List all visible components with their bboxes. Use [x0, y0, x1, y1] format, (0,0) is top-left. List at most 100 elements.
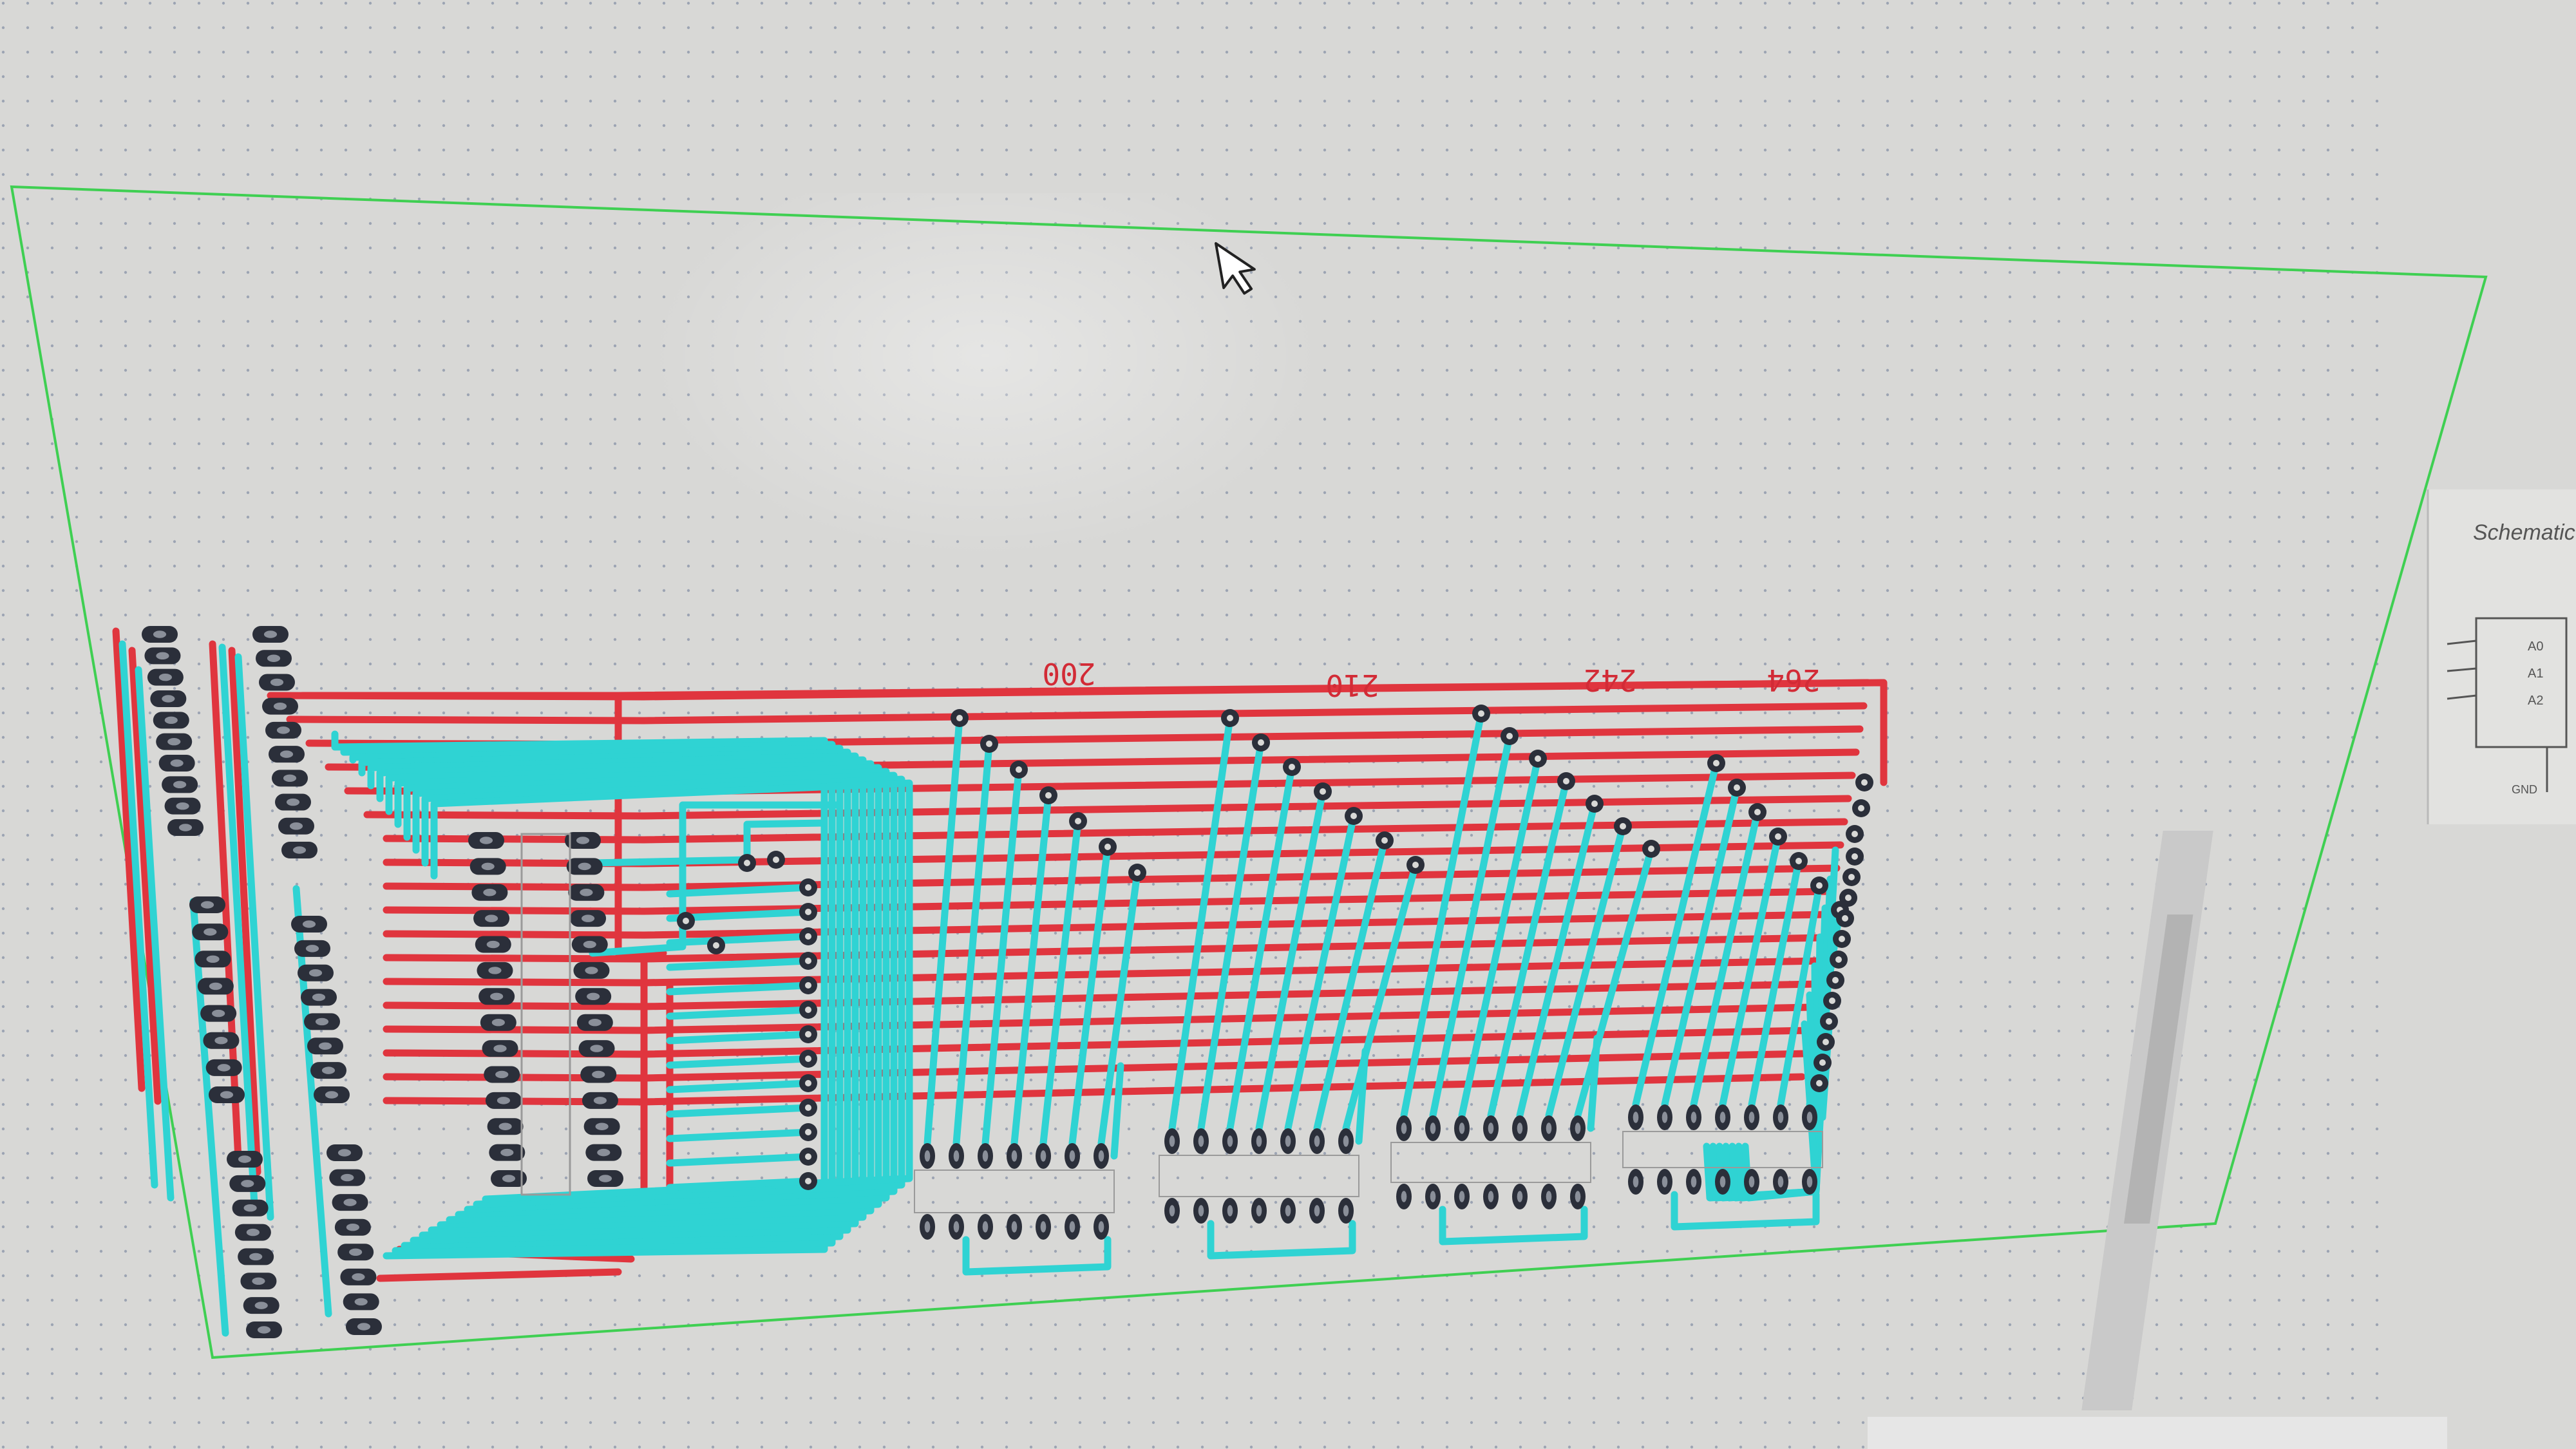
dip-ic-package [1390, 1115, 1591, 1209]
bottom-trace [358, 748, 851, 1244]
header-connector [252, 626, 317, 858]
bottom-trace [666, 933, 812, 947]
bottom-trace [292, 885, 332, 1318]
bottom-trace [1226, 763, 1296, 1132]
bottom-trace [1355, 1047, 1369, 1145]
bottom-trace [1097, 869, 1141, 1147]
header-connector [189, 896, 245, 1103]
bottom-trace [1068, 843, 1112, 1147]
top-trace [128, 647, 162, 1105]
value-label-210: 210 [1325, 668, 1379, 703]
bottom-trace [376, 756, 867, 1234]
bottom-trace [394, 764, 882, 1224]
header-connector [291, 916, 350, 1103]
top-trace [363, 795, 1852, 820]
vertical-scrollbar[interactable] [2081, 831, 2213, 1410]
schematic-panel-title: Schematic [2473, 520, 2575, 545]
bottom-trace [1010, 791, 1052, 1147]
bottom-trace [666, 1030, 812, 1045]
top-trace [383, 887, 1837, 915]
bottom-trace [1168, 714, 1234, 1132]
header-connector [327, 1144, 382, 1335]
dip-ic-package [1159, 1128, 1359, 1224]
ic-silkscreen-outline [520, 833, 571, 1196]
bottom-trace [135, 666, 175, 1202]
bottom-trace [666, 1177, 812, 1191]
schematic-preview-panel[interactable]: Schematic A0 A1 A2 GND [2427, 489, 2576, 824]
scrollbar-thumb[interactable] [2123, 914, 2193, 1224]
header-connector [468, 832, 527, 1187]
arrow-cursor-icon [1215, 242, 1256, 295]
bottom-trace [1487, 777, 1570, 1119]
value-label-242: 242 [1583, 663, 1636, 697]
header-connector [227, 1151, 282, 1338]
bottom-trace [666, 1128, 812, 1142]
bottom-trace [1545, 822, 1627, 1119]
bottom-trace [1777, 882, 1823, 1108]
bottom-trace [1632, 759, 1720, 1108]
bottom-trace [385, 760, 875, 1229]
schematic-pin-a1: A1 [2528, 667, 2543, 681]
bottom-trace [589, 819, 828, 867]
vias [677, 705, 1873, 1092]
bottom-trace [666, 1055, 812, 1069]
bottom-trace [218, 643, 258, 1208]
bottom-trace [1429, 732, 1513, 1119]
bottom-trace [666, 884, 812, 898]
bottom-trace [666, 957, 812, 971]
bottom-trace [1719, 833, 1782, 1108]
bottom-copper-traces [118, 640, 1844, 1337]
bottom-trace [1574, 845, 1655, 1119]
bottom-trace [403, 768, 890, 1218]
bottom-trace [412, 772, 898, 1213]
bottom-trace [1284, 812, 1358, 1132]
bottom-trace [1661, 784, 1741, 1108]
bottom-trace [1342, 861, 1419, 1132]
bottom-trace [666, 1006, 812, 1020]
bottom-trace [589, 801, 841, 957]
schematic-symbol [2475, 617, 2568, 748]
bottom-trace [666, 1104, 812, 1118]
bottom-trace [1671, 1191, 1820, 1231]
bottom-trace [1039, 817, 1082, 1147]
bottom-trace [1207, 1220, 1356, 1260]
bottom-trace [1458, 755, 1542, 1119]
value-label-264: 264 [1766, 663, 1820, 697]
bottom-trace [1255, 788, 1327, 1132]
bottom-trace [1690, 808, 1761, 1108]
bottom-trace [421, 775, 905, 1208]
bottom-trace [1197, 739, 1265, 1132]
top-trace [299, 679, 1888, 786]
top-trace [383, 911, 1833, 939]
bottom-trace [1587, 1034, 1601, 1132]
bottom-trace [1400, 710, 1485, 1119]
dip-ic-package [914, 1143, 1115, 1240]
bottom-trace [1516, 800, 1598, 1119]
bottom-trace [189, 898, 229, 1337]
top-trace [376, 1268, 622, 1282]
bottom-trace [666, 1079, 812, 1094]
bottom-trace [331, 730, 828, 1260]
status-bar [1868, 1417, 2447, 1449]
board-outline[interactable] [10, 185, 2488, 1359]
copper-layer [112, 627, 1888, 1337]
bottom-trace [367, 752, 859, 1239]
pad-layer [142, 626, 1873, 1338]
top-trace [286, 702, 1868, 724]
top-trace [228, 647, 261, 1176]
bottom-trace [962, 1236, 1112, 1276]
screen-glare [580, 193, 1546, 773]
bottom-trace [666, 1153, 812, 1167]
bottom-trace [1313, 837, 1388, 1132]
header-connector [565, 832, 623, 1187]
schematic-pin-a2: A2 [2528, 694, 2543, 708]
bottom-trace [1439, 1206, 1588, 1245]
bottom-trace [340, 741, 836, 1255]
bottom-trace [952, 740, 993, 1147]
bottom-trace [118, 640, 158, 1189]
bottom-trace [234, 653, 274, 1221]
header-connector [142, 626, 204, 836]
component-value-labels: 200 210 242 264 [1042, 656, 1820, 703]
